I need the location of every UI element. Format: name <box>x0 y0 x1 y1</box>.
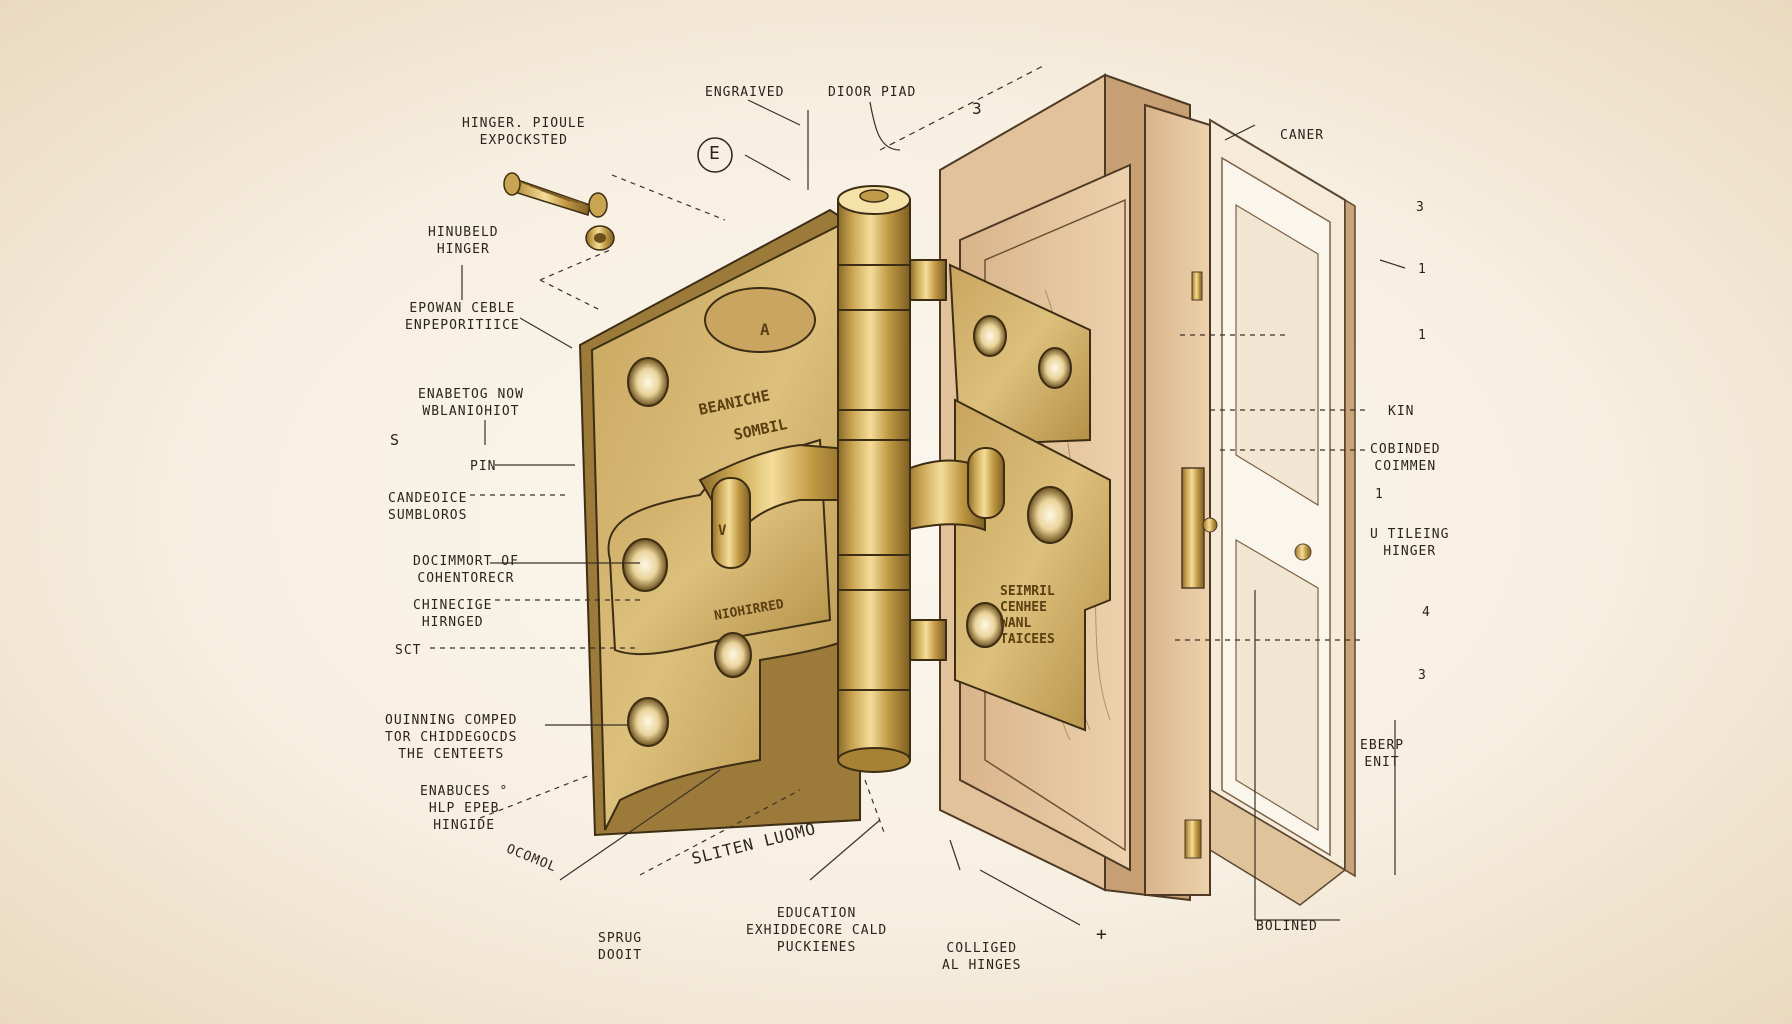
label-sprug-door: SPRUG DOOIT <box>598 931 643 963</box>
label-candecige: CANDEOICE SUMBLOROS <box>388 491 468 523</box>
label-num-1b: 1 <box>1418 328 1427 343</box>
label-enabletog: ENABETOG NOW WBLANIOHIOT <box>418 387 524 419</box>
v-mark: V <box>718 523 727 539</box>
label-num-1c: 1 <box>1375 487 1384 502</box>
label-num-3b: 3 <box>1418 668 1427 683</box>
leader-lines <box>430 64 1406 926</box>
label-hinge-profile: HINGER. PIOULE EXPOCKSTED <box>462 116 586 148</box>
label-bolined: BOLINED <box>1256 919 1318 934</box>
label-num-4a: 4 <box>1422 605 1431 620</box>
label-ounning: OUINNING COMPED TOR CHIDDEGOCDS THE CENT… <box>385 713 518 762</box>
left-hinge-leaf <box>578 208 861 837</box>
label-engraved: ENGRAIVED <box>705 85 785 100</box>
label-num-1a: 1 <box>1418 262 1427 277</box>
label-colliged: COLLIGED AL HINGES <box>942 941 1022 973</box>
label-enabuces: ENABUCES ° HLP EPEB HINGIDE <box>420 784 509 833</box>
loose-screw <box>503 172 608 218</box>
label-circle-e: E <box>709 143 721 164</box>
circle-e-marker <box>697 137 733 173</box>
label-caner: CANER <box>1280 128 1325 143</box>
label-utiling: U TILEING HINGER <box>1370 527 1450 559</box>
right-hinge-leaf <box>904 263 1111 732</box>
label-kin: KIN <box>1388 404 1415 419</box>
label-dimension-3-top: 3 <box>972 99 983 118</box>
label-eberp: EBERP ENIT <box>1360 738 1405 770</box>
door-frame <box>1209 118 1356 906</box>
hinge-barrel <box>837 185 947 773</box>
label-door-pad: DIOOR PIAD <box>828 85 917 100</box>
label-chinecige: CHINECIGE HIRNGED <box>413 598 493 630</box>
label-pin: PIN <box>470 459 497 474</box>
loose-nut <box>585 225 615 251</box>
label-hinged-hinger: HINUBELD HINGER <box>428 225 499 257</box>
label-s-mark: S <box>390 431 401 449</box>
label-sct: SCT <box>395 643 422 658</box>
label-num-3a: 3 <box>1416 200 1425 215</box>
label-combined: COBINDED COIMMEN <box>1370 442 1441 474</box>
label-plus: + <box>1096 924 1108 945</box>
label-education: EDUCATION EXHIDDECORE CALD PUCKIENES <box>746 906 888 955</box>
a-mark: A <box>760 320 770 339</box>
label-document: DOCIMMORT OF COHENTORECR <box>413 554 519 586</box>
label-epowan-cable: EPOWAN CEBLE ENPEPORITIICE <box>405 301 520 333</box>
